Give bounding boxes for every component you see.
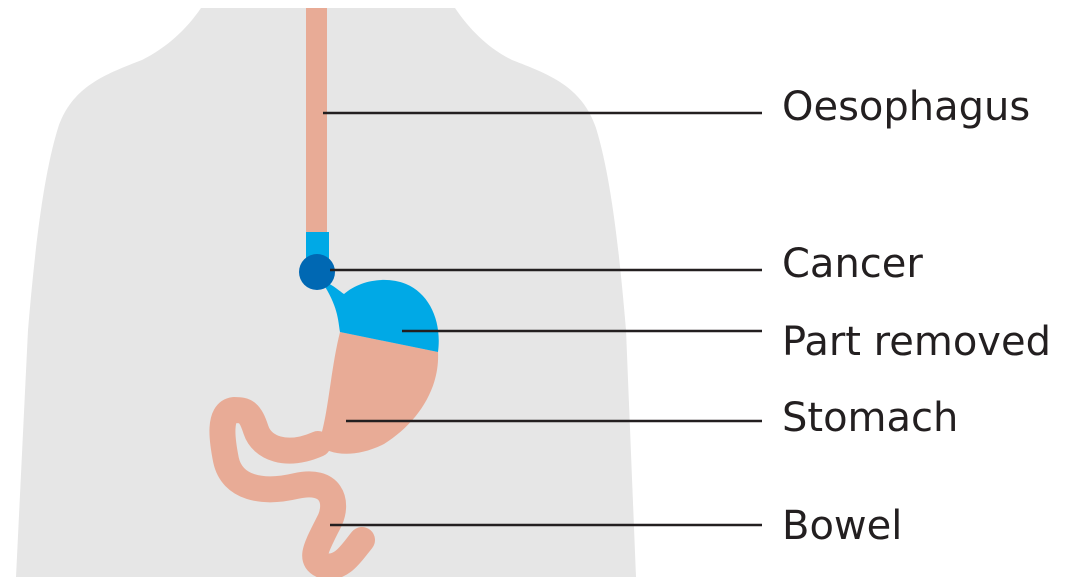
stomach-label: Stomach bbox=[782, 398, 958, 438]
cancer-tumour bbox=[299, 254, 335, 290]
oesophagus-label: Oesophagus bbox=[782, 87, 1030, 127]
oesophagus-tube bbox=[306, 8, 327, 234]
bowel-label: Bowel bbox=[782, 506, 902, 546]
cancer-label: Cancer bbox=[782, 244, 923, 284]
part-removed-label: Part removed bbox=[782, 322, 1051, 362]
